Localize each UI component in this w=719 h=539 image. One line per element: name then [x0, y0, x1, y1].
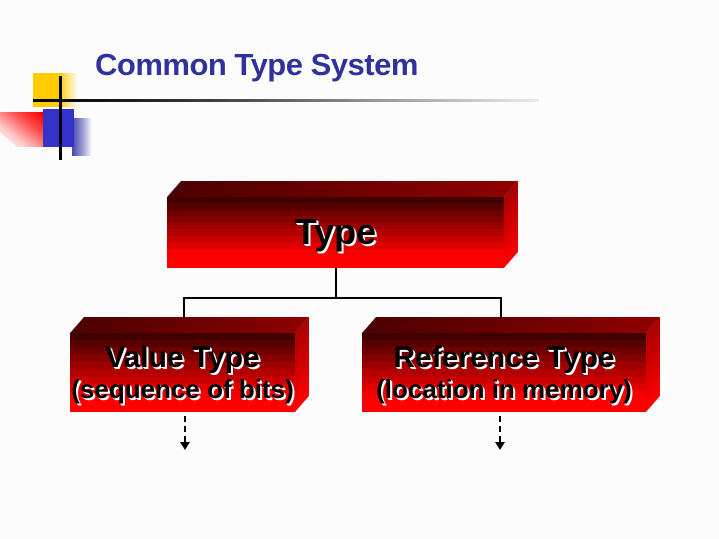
box-right-face [646, 317, 660, 412]
value-type-label: Value Type [105, 341, 260, 375]
arrowhead-down-icon [180, 442, 190, 450]
connector-horizontal-bar [183, 297, 502, 299]
root-box-label: Type [294, 211, 377, 253]
box-front-face [167, 197, 504, 268]
box-right-face [295, 317, 309, 412]
box-top-face [167, 181, 519, 197]
connector-right-drop [500, 297, 502, 322]
decoration-vertical-line [59, 76, 62, 160]
box-top-face [70, 317, 310, 333]
red-gradient-shape [0, 112, 44, 147]
connector-left-drop [183, 297, 185, 322]
reference-type-sublabel: (location in memory) [376, 373, 632, 404]
connector-root-stem [335, 268, 337, 298]
dashed-line [184, 416, 186, 442]
arrowhead-down-icon [495, 442, 505, 450]
value-type-sublabel: (sequence of bits) [71, 373, 294, 404]
dashed-line [499, 416, 501, 442]
box-front-face [362, 333, 646, 412]
lightblue-gradient-square [72, 118, 92, 156]
root-type-box: Type [167, 181, 519, 268]
title-underline-rule [33, 99, 539, 102]
reference-type-label: Reference Type [393, 341, 615, 375]
box-top-face [362, 317, 661, 333]
value-type-box: Value Type (sequence of bits) [70, 317, 310, 412]
reference-type-box: Reference Type (location in memory) [362, 317, 661, 412]
box-front-face [70, 333, 295, 412]
box-right-face [504, 181, 518, 268]
blue-square [43, 109, 74, 147]
slide-title: Common Type System [95, 47, 418, 82]
